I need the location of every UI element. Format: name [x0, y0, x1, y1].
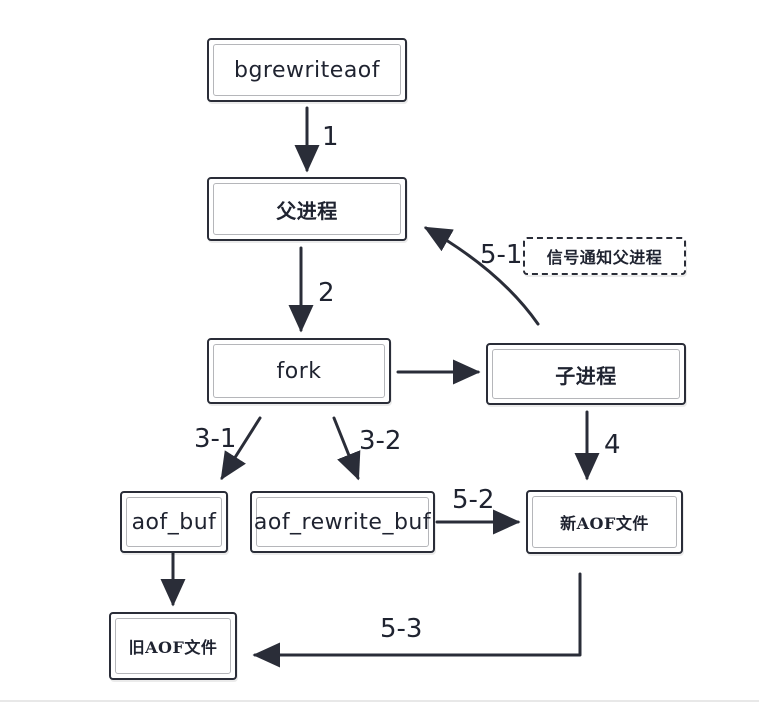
edge-label-3-1: 3-1	[194, 424, 237, 454]
node-bgrewriteaof: bgrewriteaof	[207, 38, 407, 102]
node-fork: fork	[207, 338, 391, 404]
node-child-process: 子进程	[486, 343, 686, 405]
edge-label-3-2: 3-2	[359, 426, 402, 456]
node-parent-process: 父进程	[207, 177, 407, 241]
node-bgrewriteaof-label: bgrewriteaof	[233, 57, 381, 83]
node-fork-label: fork	[276, 358, 322, 384]
node-aof-buf: aof_buf	[120, 491, 228, 553]
edge-label-1: 1	[322, 122, 339, 152]
arrow-5-3	[252, 572, 582, 668]
node-signal-parent: 信号通知父进程	[523, 237, 686, 275]
node-old-aof-file: 旧AOF文件	[109, 612, 237, 680]
edge-label-5-1: 5-1	[480, 240, 523, 270]
node-old-aof-file-label: 旧AOF文件	[128, 638, 218, 657]
node-child-process-label: 子进程	[555, 363, 617, 388]
arrow-5-1	[423, 226, 540, 326]
edge-label-5-2: 5-2	[452, 485, 495, 515]
node-new-aof-file: 新AOF文件	[526, 490, 683, 554]
node-aof-rewrite-buf: aof_rewrite_buf	[250, 491, 435, 553]
edge-label-2: 2	[318, 278, 335, 308]
node-signal-parent-label: 信号通知父进程	[546, 248, 663, 267]
arrow-3-1	[220, 416, 262, 481]
node-new-aof-file-label: 新AOF文件	[560, 514, 649, 533]
node-parent-process-label: 父进程	[276, 198, 338, 223]
divider	[0, 700, 759, 702]
node-aof-buf-label: aof_buf	[131, 509, 217, 535]
edge-label-4: 4	[604, 430, 621, 460]
arrow-3-2	[332, 416, 361, 481]
edge-label-5-3: 5-3	[380, 614, 423, 644]
node-aof-rewrite-buf-label: aof_rewrite_buf	[253, 509, 432, 535]
